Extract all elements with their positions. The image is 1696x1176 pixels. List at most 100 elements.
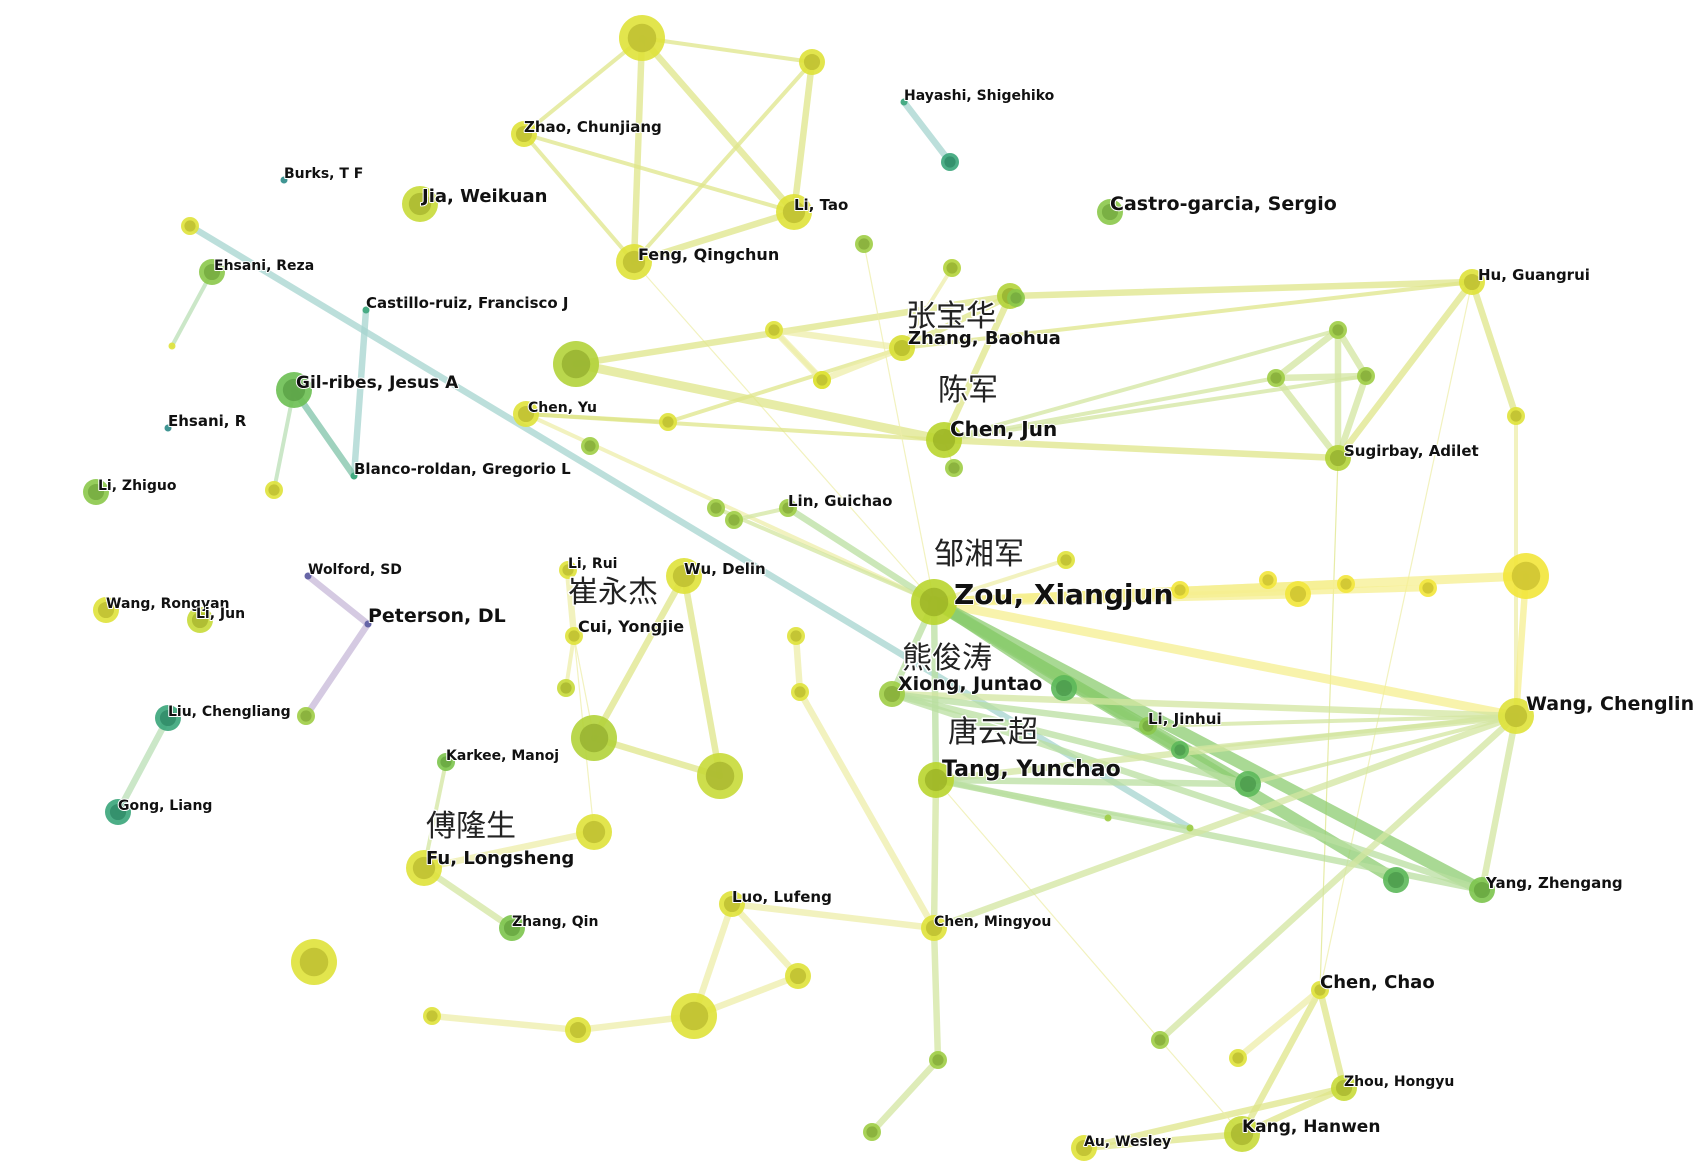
node-burks[interactable]	[280, 176, 288, 184]
node-sugirbay-adilet[interactable]	[1325, 445, 1351, 471]
node-n46[interactable]	[787, 627, 805, 645]
node-n3[interactable]	[941, 153, 959, 171]
node-li-zhiguo[interactable]	[83, 479, 109, 505]
node-zhou-hongyu[interactable]	[1331, 1075, 1357, 1101]
node-wang-chenglin[interactable]	[1498, 698, 1534, 734]
node-n7[interactable]	[297, 707, 315, 725]
node-n32[interactable]	[813, 371, 831, 389]
node-yang-zhengang[interactable]	[1469, 877, 1495, 903]
node-n43[interactable]	[291, 939, 337, 985]
node-wolford[interactable]	[304, 572, 312, 580]
node-gong-liang[interactable]	[105, 799, 131, 825]
node-tang-yunchao[interactable]	[918, 762, 954, 798]
node-core	[1422, 582, 1434, 594]
node-n18[interactable]	[945, 459, 963, 477]
node-castillo-ruiz[interactable]	[362, 306, 370, 314]
node-n34[interactable]	[571, 715, 617, 761]
node-chen-jun[interactable]	[926, 422, 962, 458]
node-feng-qingchun[interactable]	[616, 244, 652, 280]
node-n38[interactable]	[671, 993, 717, 1039]
edge-zhao-chunjiang-feng-qingchun	[522, 132, 636, 264]
node-wang-rongyan[interactable]	[93, 597, 119, 623]
node-liu-chengliang[interactable]	[155, 705, 181, 731]
node-n27[interactable]	[1171, 741, 1189, 759]
node-li-rui[interactable]	[559, 561, 577, 579]
node-n35[interactable]	[697, 753, 743, 799]
node-li-tao[interactable]	[776, 194, 812, 230]
node-n17[interactable]	[1507, 407, 1525, 425]
node-n14[interactable]	[1329, 321, 1347, 339]
node-zou-xiangjun[interactable]	[911, 579, 957, 625]
node-n42[interactable]	[1229, 1049, 1247, 1067]
node-n49[interactable]	[855, 235, 873, 253]
node-fu-longsheng[interactable]	[406, 850, 442, 886]
node-li-jinhui[interactable]	[1139, 717, 1157, 735]
node-chen-yu[interactable]	[513, 401, 539, 427]
node-core	[768, 324, 780, 336]
node-n31[interactable]	[1186, 824, 1194, 832]
node-gil-ribes[interactable]	[276, 372, 312, 408]
label-li-jinhui: Li, Jinhui	[1148, 710, 1222, 728]
node-n20[interactable]	[1171, 581, 1189, 599]
node-n21[interactable]	[1259, 571, 1277, 589]
node-hayashi[interactable]	[900, 98, 908, 106]
node-n33[interactable]	[791, 683, 809, 701]
node-n19[interactable]	[1057, 551, 1075, 569]
node-li-jun[interactable]	[187, 607, 213, 633]
node-n6[interactable]	[265, 481, 283, 499]
node-chen-mingyou[interactable]	[921, 915, 947, 941]
node-n26[interactable]	[1051, 675, 1077, 701]
node-n52[interactable]	[863, 1123, 881, 1141]
node-au-wesley[interactable]	[1071, 1135, 1097, 1161]
label-au-wesley: Au, Wesley	[1084, 1134, 1171, 1150]
node-n29[interactable]	[1383, 867, 1409, 893]
node-ehsani-r[interactable]	[164, 424, 172, 432]
node-lin-guichao[interactable]	[779, 499, 797, 517]
node-n51[interactable]	[581, 437, 599, 455]
node-n50[interactable]	[1007, 289, 1025, 307]
node-n16[interactable]	[1357, 367, 1375, 385]
node-n24[interactable]	[1419, 579, 1437, 597]
node-n45[interactable]	[707, 499, 725, 517]
node-n39[interactable]	[565, 1017, 591, 1043]
node-n25[interactable]	[1503, 553, 1549, 599]
node-n47[interactable]	[929, 1051, 947, 1069]
node-n9[interactable]	[765, 321, 783, 339]
node-chen-chao[interactable]	[1311, 981, 1329, 999]
node-n41[interactable]	[423, 1007, 441, 1025]
node-n13[interactable]	[943, 259, 961, 277]
node-n15[interactable]	[1267, 369, 1285, 387]
node-xiong-juntao[interactable]	[879, 681, 905, 707]
edge-xiong-juntao-n28	[888, 690, 1252, 788]
node-castro-garcia[interactable]	[1097, 199, 1123, 225]
node-n30[interactable]	[1104, 814, 1112, 822]
node-zhang-baohua[interactable]	[889, 335, 915, 361]
node-ehsani-reza[interactable]	[199, 259, 225, 285]
node-peterson[interactable]	[364, 620, 372, 628]
node-zhang-qin[interactable]	[499, 915, 525, 941]
node-luo-lufeng[interactable]	[719, 891, 745, 917]
node-n2[interactable]	[799, 49, 825, 75]
node-n4[interactable]	[181, 217, 199, 235]
node-n23[interactable]	[1337, 575, 1355, 593]
node-n44[interactable]	[725, 511, 743, 529]
node-wu-delin[interactable]	[666, 558, 702, 594]
node-n8[interactable]	[659, 413, 677, 431]
node-n40[interactable]	[576, 814, 612, 850]
node-n5[interactable]	[168, 342, 176, 350]
node-hu-guangrui[interactable]	[1459, 269, 1485, 295]
node-kang-hanwen[interactable]	[1224, 1116, 1260, 1152]
node-cui-yongjie[interactable]	[565, 627, 583, 645]
node-n48[interactable]	[1151, 1031, 1169, 1049]
node-jia-weikuan[interactable]	[402, 186, 438, 222]
node-n36[interactable]	[557, 679, 575, 697]
node-blanco-roldan[interactable]	[350, 472, 358, 480]
node-n28[interactable]	[1235, 771, 1261, 797]
node-karkee[interactable]	[437, 753, 455, 771]
node-n11[interactable]	[553, 341, 599, 387]
node-n37[interactable]	[785, 963, 811, 989]
node-n1[interactable]	[619, 15, 665, 61]
node-n22[interactable]	[1285, 581, 1311, 607]
node-core	[782, 502, 794, 514]
node-zhao-chunjiang[interactable]	[511, 121, 537, 147]
